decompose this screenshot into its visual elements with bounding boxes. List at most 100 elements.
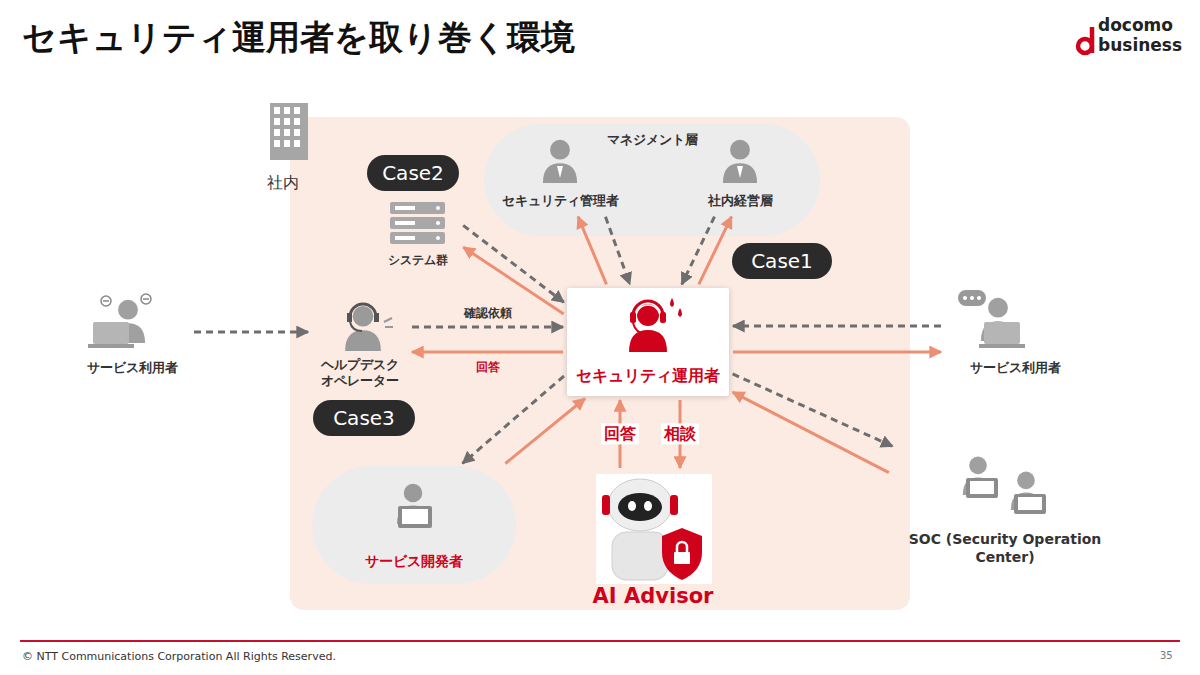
helpdesk-icon-part xyxy=(350,304,376,317)
helpdesk-icon-part xyxy=(384,318,393,327)
request-arrow xyxy=(733,374,893,446)
management-band: マネジメント層セキュリティ管理者 社内経営層 xyxy=(484,124,820,236)
node-text: SOC (Security Operation Center) xyxy=(898,531,1113,566)
case-pill: Case1 xyxy=(732,243,832,279)
logo-mark-part xyxy=(1090,27,1095,53)
user-icon-right xyxy=(958,290,1025,348)
user-icon-left-part xyxy=(103,299,149,301)
request-arrow xyxy=(194,331,308,334)
soc-node: SOC (Security Operation Center) xyxy=(893,448,1118,570)
building-icon-part xyxy=(274,107,304,151)
robot-icon-part xyxy=(612,532,668,580)
user-icon-right-part xyxy=(977,296,981,300)
server-icon-part xyxy=(436,206,440,210)
building-icon-part xyxy=(270,103,308,160)
executive-icon-part xyxy=(723,140,757,183)
node-text: サービス利用者 xyxy=(970,360,1061,376)
user-icon-right-part xyxy=(984,322,1020,344)
page-number: 35 xyxy=(1160,650,1173,662)
robot-icon-part xyxy=(644,501,652,511)
user-icon-right-part xyxy=(970,296,974,300)
request-arrow xyxy=(412,326,563,329)
case-pill: Case3 xyxy=(313,400,415,436)
server-icon-part xyxy=(390,232,445,244)
node-text: サービス利用者 xyxy=(87,360,178,376)
response-arrow xyxy=(733,351,941,354)
building-icon xyxy=(270,103,308,160)
request-arrow xyxy=(682,217,715,285)
request-arrow xyxy=(463,225,564,302)
operator-icon xyxy=(629,298,682,352)
soc-icon xyxy=(963,457,1046,514)
user-icon-right-part xyxy=(963,296,967,300)
node-text: Case3 xyxy=(333,406,395,431)
node-text: サービス開発者 xyxy=(365,553,463,571)
node-text: セキュリティ管理者 xyxy=(502,193,619,209)
server-icon-part xyxy=(395,206,415,210)
robot-icon-part xyxy=(602,495,610,515)
operator-icon-part xyxy=(633,323,646,334)
node-text: セキュリティ運用者 xyxy=(576,366,720,386)
node-text: マネジメント層 xyxy=(607,132,698,148)
server-icon-part xyxy=(390,202,445,214)
server-icon-part xyxy=(436,221,440,225)
server-icon-part xyxy=(395,221,415,225)
robot-icon-part xyxy=(670,495,678,515)
edge-label: 相談 xyxy=(661,423,699,444)
user-icon-left xyxy=(88,294,151,348)
robot-icon-part xyxy=(662,528,702,580)
developer-icon xyxy=(397,484,432,528)
robot-icon xyxy=(596,474,712,584)
user-icon-left-part xyxy=(88,344,134,348)
helpdesk-icon-part xyxy=(374,313,379,322)
soc-icon-part xyxy=(1018,497,1042,510)
node-text: AI Advisor xyxy=(593,583,714,609)
soc-icon-part xyxy=(1014,494,1046,514)
developer-icon-part xyxy=(402,509,428,524)
manager-icon-part xyxy=(557,166,563,178)
user-icon-right-part xyxy=(958,290,986,306)
operator-icon-part xyxy=(670,298,674,307)
executive-icon-part xyxy=(737,166,743,178)
operator-icon-part xyxy=(630,312,636,323)
edge-label: 回答 xyxy=(601,423,639,444)
request-arrow xyxy=(463,376,565,463)
node-text: Case2 xyxy=(382,161,444,186)
operator-icon-part xyxy=(660,312,666,323)
soc-icon-part xyxy=(966,478,998,498)
response-arrow xyxy=(733,392,889,473)
helpdesk-icon-part xyxy=(347,313,352,322)
server-icon-part xyxy=(395,236,415,240)
response-arrow xyxy=(505,399,585,464)
executive-icon xyxy=(723,140,757,183)
server-icon-part xyxy=(390,217,445,229)
footer-rule xyxy=(20,641,1180,642)
node-text: Case1 xyxy=(751,249,813,274)
robot-icon-part xyxy=(608,479,672,531)
robot-icon-part xyxy=(674,552,690,564)
operator-icon-part xyxy=(678,308,682,317)
operator-icon-part xyxy=(636,305,660,317)
helpdesk-icon-part xyxy=(350,322,362,331)
logo-mark xyxy=(1078,27,1092,53)
server-icon-part xyxy=(436,236,440,240)
operator-icon-part xyxy=(633,301,663,316)
logo-text: business xyxy=(1098,35,1182,55)
node-text: システム群 xyxy=(388,253,448,268)
robot-icon-part xyxy=(596,474,712,584)
helpdesk-icon xyxy=(345,304,393,351)
robot-icon-part xyxy=(618,493,662,521)
case-pill: Case2 xyxy=(367,155,459,191)
node-text: 社内経営層 xyxy=(708,193,773,209)
user-icon-left-part xyxy=(93,322,129,344)
node-text: ヘルプデスク オペレーター xyxy=(317,357,403,390)
logo-text: docomo xyxy=(1098,15,1173,35)
response-arrow xyxy=(699,217,732,285)
request-arrow xyxy=(606,217,630,284)
response-arrow xyxy=(578,217,607,285)
footer-rule-part xyxy=(20,640,1180,642)
response-arrow xyxy=(412,351,563,354)
